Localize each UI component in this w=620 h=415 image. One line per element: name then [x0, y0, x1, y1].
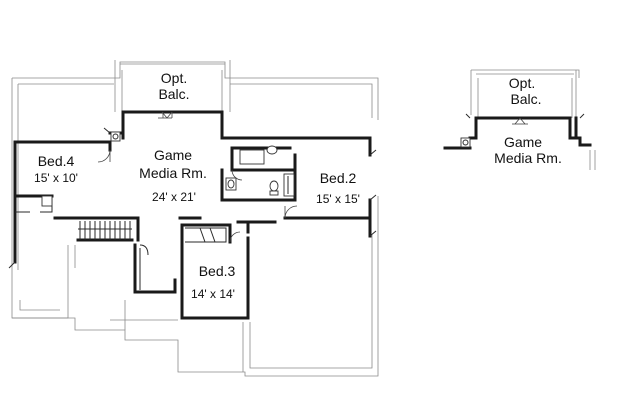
- sink-icon: [227, 179, 235, 189]
- toilet-icon: [269, 180, 279, 192]
- walls: [13, 110, 372, 320]
- shower-icon: [283, 173, 295, 197]
- room-labels: Opt. Balc. Game Media Rm. 24' x 21' Bed.…: [34, 70, 360, 301]
- stairs: [78, 221, 132, 240]
- sink-icon: [266, 145, 278, 155]
- roof-outline: [11, 60, 379, 377]
- inset-plan: Opt. Balc. Game Media Rm.: [443, 69, 596, 170]
- column-icon: [41, 195, 53, 207]
- game-media-label-1: Game: [154, 147, 192, 163]
- game-media-label-2: Media Rm.: [139, 165, 207, 181]
- column-icon: [110, 131, 121, 142]
- bed4-label: Bed.4: [38, 153, 75, 169]
- bathtub-icon: [239, 149, 265, 165]
- bed2-dims: 15' x 15': [316, 192, 360, 206]
- game-media-dims: 24' x 21': [152, 190, 196, 204]
- bed3-label: Bed.3: [199, 263, 236, 279]
- opt-balcony-label-2: Balc.: [158, 86, 189, 102]
- bed2-label: Bed.2: [320, 170, 357, 186]
- inset-game-media-label-2: Media Rm.: [494, 150, 562, 166]
- bed3-dims: 14' x 14': [191, 287, 235, 301]
- doors: [8, 111, 377, 269]
- inset-game-media-label-1: Game: [504, 134, 542, 150]
- inset-opt-balcony-label-2: Balc.: [510, 91, 541, 107]
- bed4-dims: 15' x 10': [34, 171, 78, 185]
- opt-balcony-label-1: Opt.: [161, 70, 187, 86]
- fixtures: [41, 131, 295, 290]
- inset-opt-balcony-label-1: Opt.: [509, 75, 535, 91]
- column-icon: [460, 137, 471, 148]
